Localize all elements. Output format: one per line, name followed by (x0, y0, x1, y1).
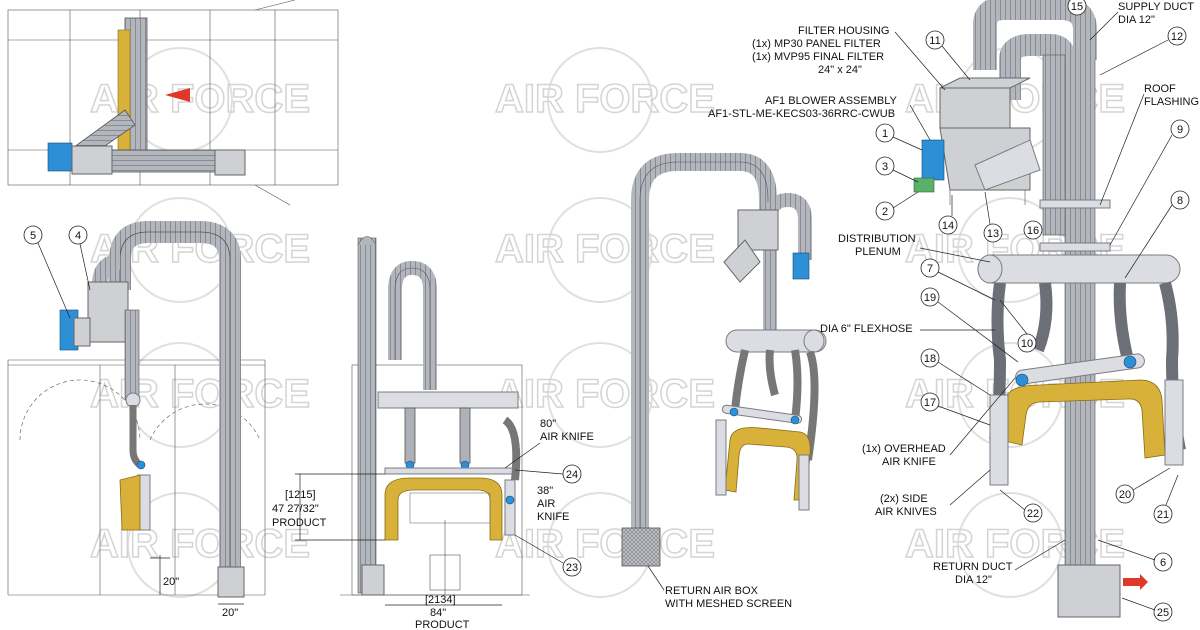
callout-24: 24 (566, 469, 578, 481)
label-distribution: DISTRIBUTION (838, 233, 916, 245)
label-mp30-filter: (1x) MP30 PANEL FILTER (752, 38, 881, 50)
plenum-detail (977, 254, 1181, 284)
label-return-duct: RETURN DUCT (933, 561, 1013, 573)
watermark-logo: AIR FORCE (494, 492, 716, 598)
label-blower-assembly: AF1 BLOWER ASSEMBLY (765, 95, 898, 107)
label-meshed-screen: WITH MESHED SCREEN (665, 598, 792, 610)
callout-4: 4 (75, 230, 81, 242)
svg-text:AIR FORCE: AIR FORCE (495, 372, 715, 416)
callout-12: 12 (1171, 31, 1183, 43)
label-roof: ROOF (1144, 83, 1176, 95)
label-supply-duct-dia: DIA 12" (1118, 14, 1155, 26)
callout-6: 6 (1160, 557, 1166, 569)
callout-14: 14 (942, 220, 954, 232)
product-side (119, 474, 141, 531)
callout-15: 15 (1071, 1, 1083, 13)
dim-product-width-label: PRODUCT (415, 619, 470, 630)
svg-text:AIR FORCE: AIR FORCE (495, 522, 715, 566)
label-side-knives: AIR KNIVES (875, 506, 937, 518)
return-box-detail (1057, 564, 1121, 618)
plan-view (7, 0, 339, 206)
isometric-view: RETURN AIR BOX WITH MESHED SCREEN (621, 153, 827, 610)
dim-product-height-label: PRODUCT (272, 517, 327, 529)
detail-view: FILTER HOUSING (1x) MP30 PANEL FILTER (1… (708, 0, 1199, 618)
direction-arrow-icon (165, 88, 190, 102)
return-box-side (217, 566, 245, 598)
return-air-box-iso (621, 527, 661, 567)
return-duct-detail (1064, 54, 1096, 576)
callout-25: 25 (1157, 607, 1169, 619)
label-overhead-knife: AIR KNIFE (882, 456, 936, 468)
dim-20-vertical: 20" (163, 576, 179, 588)
callout-20: 20 (1119, 489, 1131, 501)
side-knife-left (989, 394, 1009, 486)
svg-text:AIR FORCE: AIR FORCE (495, 227, 715, 271)
side-knife-right (1164, 379, 1184, 466)
dim-product-width-mm: [2134] (425, 594, 456, 606)
callout-1: 1 (882, 128, 888, 140)
callout-19: 19 (924, 292, 936, 304)
watermark-logo: AIR FORCE (494, 342, 716, 448)
label-38-knife-size: 38" (537, 485, 553, 497)
product-front (384, 477, 503, 541)
label-return-air-box: RETURN AIR BOX (665, 585, 759, 597)
side-view: 20" 20" 5 4 (7, 221, 266, 619)
callout-23: 23 (566, 562, 578, 574)
label-filter-housing: FILTER HOUSING (798, 25, 889, 37)
label-38-air: AIR (537, 498, 555, 510)
callout-18: 18 (924, 353, 936, 365)
blower-iso (792, 252, 810, 280)
plenum-iso (725, 329, 827, 353)
filter-housing-side (87, 281, 129, 343)
return-arrow-icon (1123, 574, 1148, 590)
label-80-knife: AIR KNIFE (540, 431, 594, 443)
label-80-knife-size: 80" (540, 418, 556, 430)
label-filter-size: 24" x 24" (818, 64, 862, 76)
callout-13: 13 (987, 228, 999, 240)
callout-16: 16 (1027, 225, 1039, 237)
label-blower-part-number: AF1-STL-ME-KECS03-36RRC-CWUB (708, 108, 895, 120)
label-supply-duct: SUPPLY DUCT (1118, 1, 1194, 13)
product-detail (999, 379, 1166, 459)
plenum-front (377, 391, 519, 409)
callout-17: 17 (924, 397, 936, 409)
callout-11: 11 (929, 35, 940, 47)
label-mvp95-filter: (1x) MVP95 FINAL FILTER (752, 51, 884, 63)
label-flexhose: DIA 6" FLEXHOSE (820, 323, 913, 335)
label-return-duct-dia: DIA 12" (955, 574, 992, 586)
callout-10: 10 (1021, 338, 1033, 350)
callout-2: 2 (882, 206, 888, 218)
callout-21: 21 (1157, 509, 1169, 521)
callout-5: 5 (30, 230, 36, 242)
watermark-logo: AIR FORCE (89, 342, 311, 448)
watermark-logo: AIR FORCE (494, 47, 716, 153)
overhead-knife-detail (1015, 353, 1145, 385)
overhead-knife-front (384, 467, 516, 475)
callout-3: 3 (882, 161, 888, 173)
blower-plan (47, 142, 73, 172)
callout-22: 22 (1027, 508, 1039, 520)
watermark-logo: AIR FORCE (494, 197, 716, 303)
callout-8: 8 (1177, 195, 1183, 207)
label-overhead: (1x) OVERHEAD (862, 443, 946, 455)
svg-text:AIR FORCE: AIR FORCE (90, 372, 310, 416)
callouts: 1 3 2 11 15 12 14 13 16 9 8 7 19 (875, 0, 1190, 622)
supply-duct-detail (973, 0, 1097, 70)
svg-text:AIR FORCE: AIR FORCE (495, 77, 715, 121)
label-flashing: FLASHING (1144, 96, 1199, 108)
label-side: (2x) SIDE (880, 493, 928, 505)
front-view: [1215] 47 27/32" PRODUCT [2134] 84" PROD… (272, 236, 594, 630)
dim-20-horizontal: 20" (222, 607, 238, 619)
blower-detail (921, 139, 945, 181)
callout-9: 9 (1177, 124, 1183, 136)
callout-7: 7 (927, 263, 933, 275)
dim-product-height-in: 47 27/32" (272, 503, 319, 515)
filter-housing-detail (939, 87, 1011, 129)
dim-product-height-mm: [1215] (285, 489, 316, 501)
label-38-knife: KNIFE (537, 511, 569, 523)
product-iso (724, 427, 811, 501)
dim-product-width-in: 84" (430, 607, 446, 619)
label-plenum: PLENUM (855, 246, 901, 258)
